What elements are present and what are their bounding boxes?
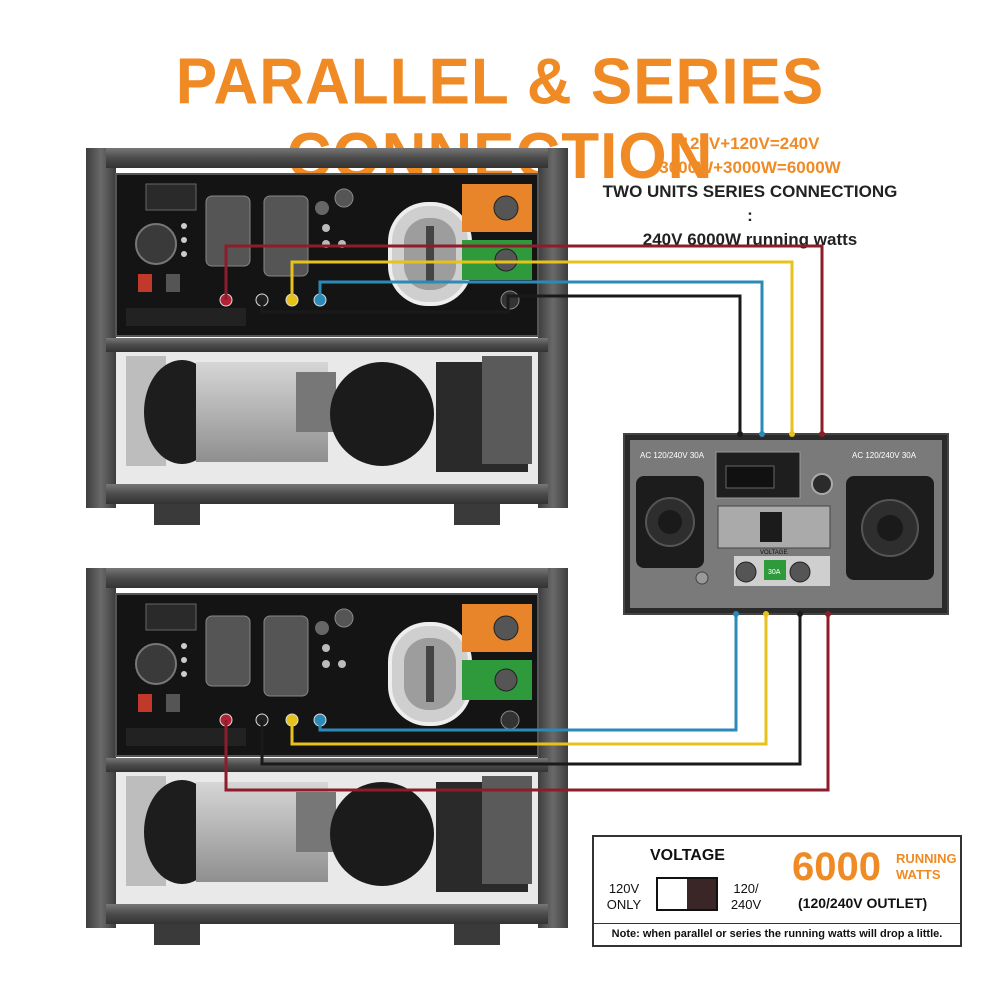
blue-wire-top <box>318 280 764 434</box>
switch-right-half <box>687 879 716 909</box>
voltage-legend: VOLTAGE 120V ONLY 120/ 240V 6000 RUNNING… <box>592 835 962 947</box>
top-generator <box>84 146 570 527</box>
switch-left-half <box>658 879 687 909</box>
outlet-label: (120/240V OUTLET) <box>798 895 928 911</box>
wiring <box>224 244 830 792</box>
right-outlet-label: AC 120/240V 30A <box>852 451 917 460</box>
black-wire-bottom <box>260 614 802 766</box>
fuse-label: 30A <box>768 569 781 576</box>
legend-note: Note: when parallel or series the runnin… <box>594 923 960 940</box>
option-120-240v: 120/ 240V <box>730 881 762 912</box>
power-value: 6000 <box>792 845 881 889</box>
black-wire-top <box>260 294 742 434</box>
red-wire-bottom <box>224 614 830 792</box>
wattage-sum: 3000W+3000W=6000W <box>659 158 841 177</box>
voltage-switch-label: VOLTAGE <box>760 550 787 556</box>
voltage-sum: 120V+120V=240V <box>680 134 820 153</box>
series-result: 240V 6000W running watts <box>642 230 858 249</box>
bottom-generator <box>84 566 570 947</box>
red-wire-top <box>224 244 824 434</box>
connection-info: 120V+120V=240V 3000W+3000W=6000W TWO UNI… <box>600 132 900 252</box>
power-unit: RUNNING WATTS <box>896 851 957 882</box>
blue-wire-bottom <box>318 614 738 732</box>
option-120v-only: 120V ONLY <box>606 881 642 912</box>
yellow-wire-top <box>290 260 794 434</box>
parallel-kit-box <box>623 433 949 615</box>
left-outlet-label: AC 120/240V 30A <box>640 451 705 460</box>
voltage-switch-illustration <box>656 877 718 911</box>
box-terminals <box>733 431 831 617</box>
yellow-wire-bottom <box>290 614 768 746</box>
voltage-label: VOLTAGE <box>650 847 725 864</box>
series-heading: TWO UNITS SERIES CONNECTIONG : <box>602 182 898 225</box>
